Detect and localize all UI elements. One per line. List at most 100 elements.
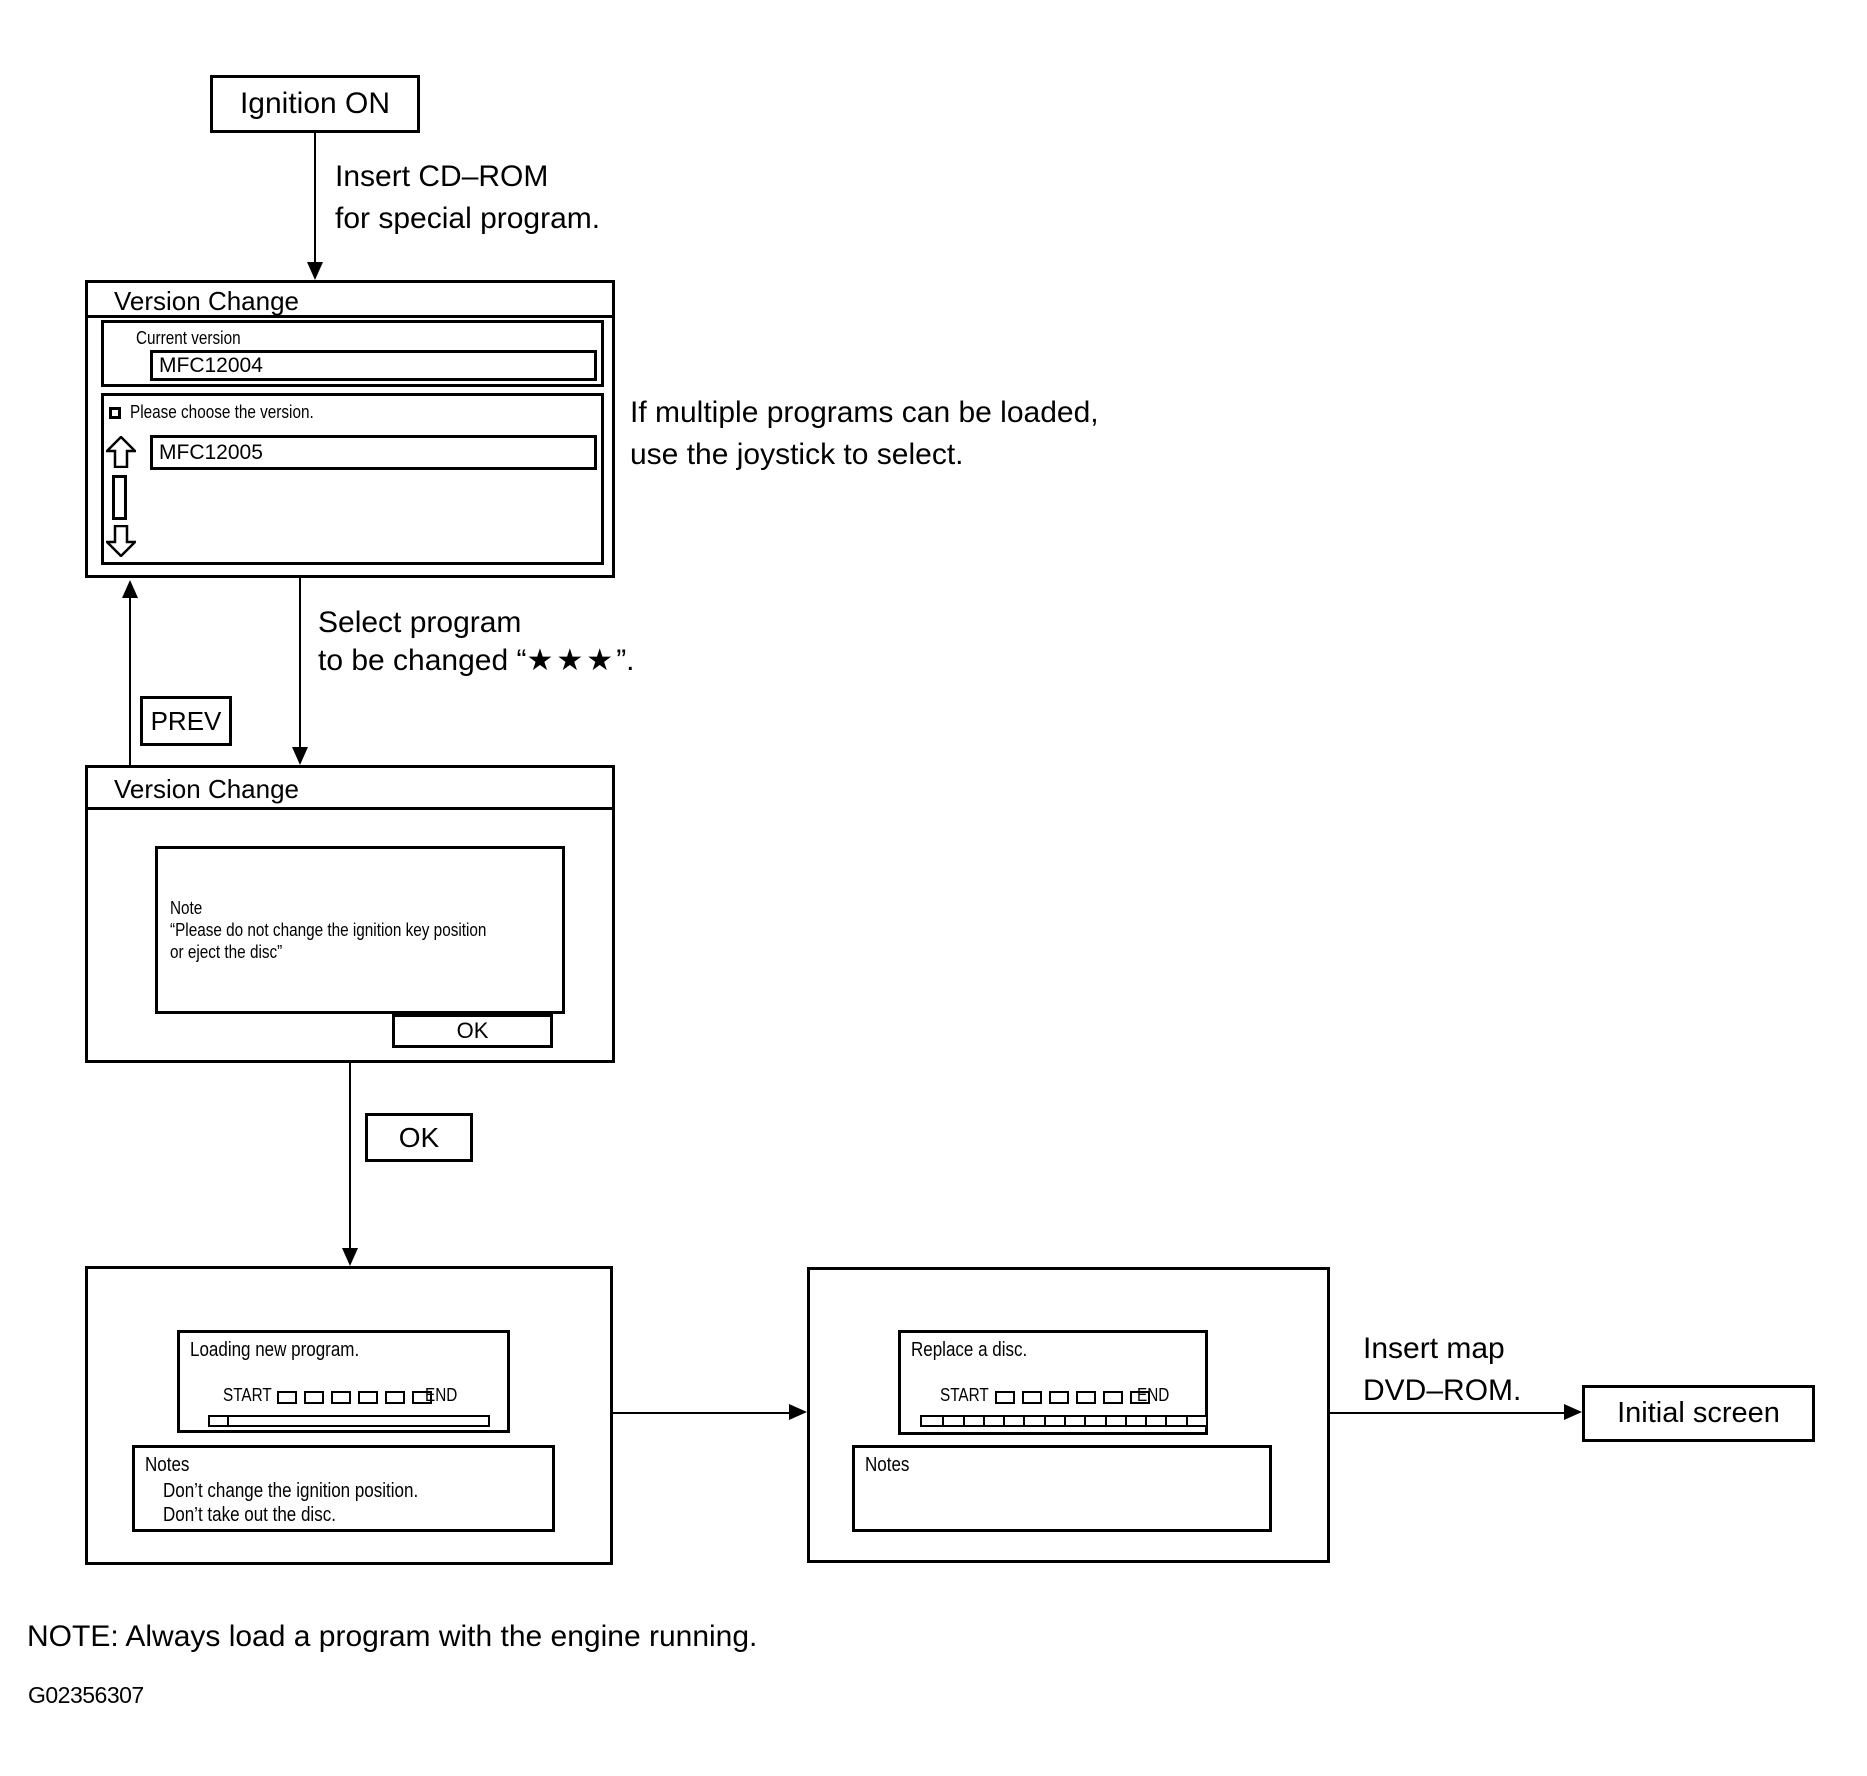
title-divider xyxy=(88,315,612,318)
progress-cell xyxy=(995,1391,1015,1404)
figure-id: G02356307 xyxy=(28,1682,144,1708)
label-multiple-line1: If multiple programs can be loaded, xyxy=(630,396,1099,429)
note-dialog-line2: or eject the disc” xyxy=(170,942,283,962)
progress-cell xyxy=(385,1391,405,1404)
progress-bar-divider xyxy=(1003,1417,1006,1425)
progress-start-label: START xyxy=(223,1385,272,1405)
progress-cell xyxy=(412,1391,432,1404)
arrow-screen1-to-screen2 xyxy=(299,578,301,748)
flow-node-prev: PREV xyxy=(140,696,232,746)
progress-step-cells xyxy=(277,1391,432,1404)
label-insert-cdrom-line1: Insert CD–ROM xyxy=(335,160,549,193)
progress-bar-divider xyxy=(1124,1417,1127,1425)
title-divider xyxy=(88,807,612,810)
progress-end-label: END xyxy=(425,1385,458,1405)
scroll-down-icon xyxy=(106,525,136,557)
loading-notes-panel: Notes Don’t change the ignition position… xyxy=(132,1445,555,1532)
loading-title: Loading new program. xyxy=(190,1339,360,1361)
dialog-ok-button: OK xyxy=(392,1014,553,1048)
label-insert-map-line1: Insert map xyxy=(1363,1332,1505,1365)
arrowhead-down-icon xyxy=(342,1248,358,1266)
flow-node-ignition-on: Ignition ON xyxy=(210,75,420,133)
screen2-title: Version Change xyxy=(114,774,300,804)
progress-end-label: END xyxy=(1137,1385,1170,1405)
progress-cell xyxy=(304,1391,324,1404)
label-multiple-programs: If multiple programs can be loaded, use … xyxy=(630,392,1099,476)
notes-line2: Don’t take out the disc. xyxy=(163,1504,336,1526)
progress-cell xyxy=(1103,1391,1123,1404)
prev-label: PREV xyxy=(150,705,222,736)
label-select-line1: Select program xyxy=(318,606,522,639)
progress-bar-divider xyxy=(942,1417,945,1425)
note-dialog-heading: Note xyxy=(170,898,203,918)
progress-cell xyxy=(331,1391,351,1404)
progress-bar-divider xyxy=(1104,1417,1107,1425)
progress-bar-divider xyxy=(982,1417,985,1425)
arrowhead-down-icon xyxy=(292,747,308,765)
screen-replace-disc: Replace a disc. START END Notes xyxy=(807,1267,1330,1563)
progress-bar xyxy=(208,1415,490,1427)
progress-bar-divider xyxy=(1064,1417,1066,1425)
ignition-on-label: Ignition ON xyxy=(239,87,391,120)
progress-bar-divider xyxy=(1084,1417,1087,1425)
note-dialog-line1: “Please do not change the ignition key p… xyxy=(170,920,487,940)
flow-node-initial-screen: Initial screen xyxy=(1582,1385,1815,1442)
progress-start-label: START xyxy=(940,1385,989,1405)
current-version-panel: Current version MFC12004 xyxy=(101,320,604,387)
initial-screen-label: Initial screen xyxy=(1617,1397,1780,1429)
progress-bar-divider xyxy=(1043,1417,1046,1425)
bullet-square-icon xyxy=(109,407,121,419)
label-insert-cdrom: Insert CD–ROM for special program. xyxy=(335,156,600,240)
progress-bar-segmented xyxy=(920,1415,1208,1427)
progress-step-cells xyxy=(995,1391,1150,1404)
choose-version-prompt: Please choose the version. xyxy=(130,402,314,422)
arrow-screen2-to-screen3 xyxy=(349,1063,351,1249)
label-insert-map-line2: DVD–ROM. xyxy=(1363,1374,1522,1407)
label-select-program: Select program to be changed “★★★”. xyxy=(318,604,635,680)
arrow-screen2-back-to-screen1 xyxy=(129,597,131,765)
progress-bar-divider xyxy=(1165,1417,1168,1425)
progress-bar-divider xyxy=(1023,1417,1026,1425)
progress-cell xyxy=(1022,1391,1042,1404)
arrow-screen3-to-screen4 xyxy=(613,1412,791,1414)
arrowhead-right-icon xyxy=(789,1404,807,1420)
notes-line1: Don’t change the ignition position. xyxy=(163,1480,419,1502)
progress-bar-divider xyxy=(962,1417,965,1425)
note-dialog: Note “Please do not change the ignition … xyxy=(155,846,565,1014)
progress-cell xyxy=(1130,1391,1150,1404)
progress-cell xyxy=(1049,1391,1069,1404)
label-insert-map-dvd: Insert map DVD–ROM. xyxy=(1363,1328,1521,1412)
screen-version-change-select: Version Change Current version MFC12004 … xyxy=(85,280,615,578)
current-version-field: MFC12004 xyxy=(150,350,597,381)
version-choice-value: MFC12005 xyxy=(159,440,263,464)
scroll-up-icon xyxy=(106,436,136,468)
label-multiple-line2: use the joystick to select. xyxy=(630,438,964,471)
scroll-track xyxy=(112,475,127,520)
screen-loading-program: Loading new program. START END Notes Don… xyxy=(85,1266,613,1565)
ok-label: OK xyxy=(398,1121,440,1153)
notes-title: Notes xyxy=(145,1454,190,1476)
arrowhead-up-icon xyxy=(122,580,138,598)
arrow-ignition-to-screen1 xyxy=(314,133,316,263)
note-dialog-text: Note “Please do not change the ignition … xyxy=(170,897,542,963)
current-version-value: MFC12004 xyxy=(159,353,263,377)
progress-bar-first-segment xyxy=(210,1417,229,1425)
version-choice-field: MFC12005 xyxy=(150,435,597,470)
arrowhead-down-icon xyxy=(307,262,323,280)
arrowhead-right-icon xyxy=(1564,1404,1582,1420)
progress-cell xyxy=(277,1391,297,1404)
arrow-screen4-to-initial xyxy=(1330,1412,1566,1414)
current-version-label: Current version xyxy=(136,328,241,348)
flow-node-ok: OK xyxy=(365,1113,473,1162)
progress-bar-divider xyxy=(1145,1417,1148,1425)
replace-disc-panel: Replace a disc. START END xyxy=(898,1330,1208,1435)
choose-version-panel: Please choose the version. MFC12005 xyxy=(101,393,604,565)
footer-note: NOTE: Always load a program with the eng… xyxy=(27,1620,758,1653)
progress-cell xyxy=(1076,1391,1096,1404)
screen-version-change-note: Version Change Note “Please do not chang… xyxy=(85,765,615,1063)
label-select-line2: to be changed “★★★”. xyxy=(318,644,635,677)
loading-panel: Loading new program. START END xyxy=(177,1330,510,1433)
progress-bar-divider xyxy=(1185,1417,1188,1425)
stars-glyphs: ★★★ xyxy=(526,644,617,677)
